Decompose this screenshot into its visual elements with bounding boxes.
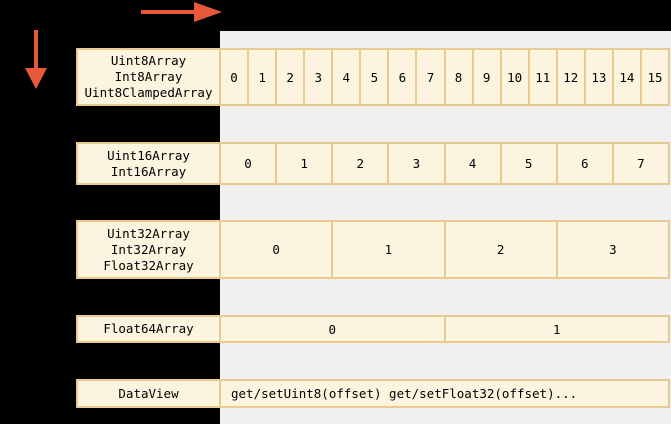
index-cell: 15: [639, 48, 670, 106]
index-cell: 6: [387, 48, 418, 106]
index-cell: 8: [443, 48, 474, 106]
index-cell: 14: [611, 48, 642, 106]
row-label-line: DataView: [118, 385, 179, 401]
index-cell: 3: [387, 142, 446, 185]
index-cell: 1: [331, 220, 446, 279]
index-cell: 4: [443, 142, 502, 185]
right-arrow-icon: [141, 10, 198, 14]
index-cell: 7: [415, 48, 446, 106]
index-cell: 4: [331, 48, 362, 106]
index-cell: 2: [443, 220, 558, 279]
row-label-line: Uint32Array: [107, 225, 190, 241]
index-cell: 11: [527, 48, 558, 106]
index-cell: 1: [247, 48, 278, 106]
index-cell: 6: [555, 142, 614, 185]
index-cell: 10: [499, 48, 530, 106]
row-label-box: DataView: [76, 379, 221, 408]
row-label-line: Int8Array: [114, 69, 183, 84]
row-label-line: Float64Array: [103, 321, 194, 336]
row-label-box: Float64Array: [76, 315, 221, 343]
row-label-line: Int32Array: [110, 241, 187, 257]
index-cell: 0: [219, 142, 278, 185]
row-label-line: Float32Array: [103, 257, 194, 273]
index-cell: 5: [359, 48, 390, 106]
index-cell: 9: [471, 48, 502, 106]
row-label-line: Uint8ClampedArray: [84, 85, 213, 100]
index-cell: 1: [443, 315, 670, 343]
row-label-line: Int16Array: [110, 163, 187, 179]
index-cell: 0: [219, 220, 334, 279]
down-arrow-icon: [25, 68, 47, 89]
row-label-line: Uint16Array: [107, 147, 190, 163]
down-arrow-icon: [34, 30, 38, 70]
index-cell: 3: [555, 220, 670, 279]
index-cell: 3: [303, 48, 334, 106]
index-cell: 0: [219, 315, 446, 343]
index-cell: 2: [331, 142, 390, 185]
array-row: DataView get/setUint8(offset) get/setFloa…: [76, 379, 670, 408]
row-cells: get/setUint8(offset) get/setFloat32(offs…: [219, 379, 670, 408]
index-cell: 12: [555, 48, 586, 106]
index-cell: 7: [611, 142, 670, 185]
dataview-methods-cell: get/setUint8(offset) get/setFloat32(offs…: [219, 379, 670, 408]
right-arrow-icon: [194, 2, 222, 22]
index-cell: 5: [499, 142, 558, 185]
index-cell: 13: [583, 48, 614, 106]
row-label-line: Uint8Array: [110, 53, 187, 68]
index-cell: 0: [219, 48, 250, 106]
index-cell: 2: [275, 48, 306, 106]
index-cell: 1: [275, 142, 334, 185]
